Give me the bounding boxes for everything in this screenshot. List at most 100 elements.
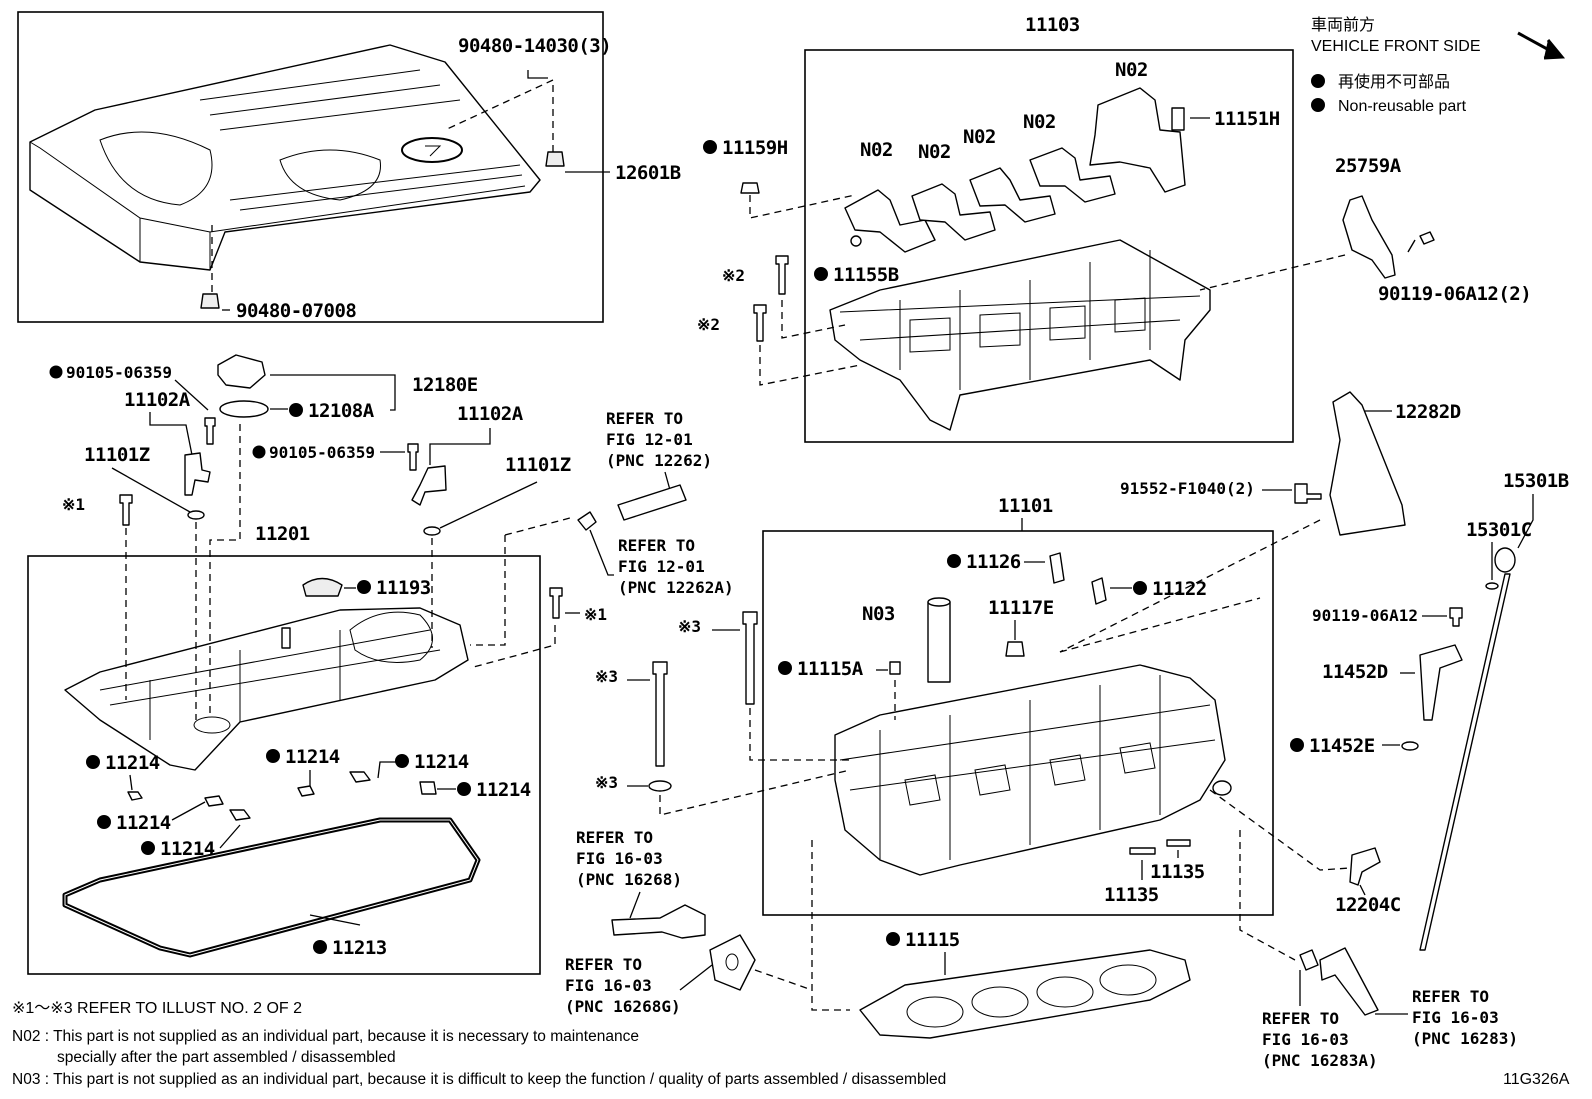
label-n02-b: N02 bbox=[918, 141, 951, 163]
label-11126: 11126 bbox=[966, 551, 1021, 573]
label-x1-a: ※1 bbox=[62, 495, 85, 514]
nonreusable-dot-icon bbox=[49, 365, 63, 379]
cylinder-head bbox=[834, 664, 1232, 876]
note-refer-illust: ※1～※3 REFER TO ILLUST NO. 2 OF 2 bbox=[12, 1000, 302, 1017]
label-n02-e: N02 bbox=[1115, 59, 1148, 81]
bolt-icon bbox=[549, 587, 563, 619]
clip-icon bbox=[577, 511, 597, 531]
note-n02-line1: N02 : This part is not supplied as an in… bbox=[12, 1028, 639, 1045]
oil-cap-icon bbox=[217, 354, 266, 389]
label-11101Z-b: 11101Z bbox=[505, 454, 571, 476]
nonreusable-dot-icon bbox=[395, 754, 409, 768]
nut-icon bbox=[740, 182, 760, 194]
nonreusable-dot-icon bbox=[86, 755, 100, 769]
nonreusable-dot-icon bbox=[1311, 98, 1325, 112]
bolt-icon bbox=[775, 255, 789, 295]
clip-icon bbox=[204, 795, 224, 807]
gasket-ring-icon bbox=[219, 400, 269, 418]
nonreusable-dot-icon bbox=[313, 940, 327, 954]
plug-icon bbox=[1166, 839, 1191, 847]
bolt-icon bbox=[119, 494, 133, 526]
engine-hanger-icon bbox=[1329, 391, 1406, 536]
bolt-icon bbox=[1171, 107, 1185, 131]
nonreusable-dot-icon bbox=[1290, 738, 1304, 752]
label-11155B: 11155B bbox=[833, 264, 899, 286]
label-11117E: 11117E bbox=[988, 597, 1054, 619]
clip-icon bbox=[419, 781, 437, 795]
nonreusable-dot-icon bbox=[289, 403, 303, 417]
refer-16268G-line1: REFER TO bbox=[565, 955, 642, 974]
refer-12262A-line2: FIG 12-01 bbox=[618, 557, 705, 576]
label-x2-b: ※2 bbox=[697, 315, 720, 334]
plug-icon bbox=[302, 577, 343, 597]
head-bolt-icon bbox=[742, 611, 758, 705]
label-11193: 11193 bbox=[376, 577, 431, 599]
refer-16283A-line3: (PNC 16283A) bbox=[1262, 1051, 1378, 1070]
camshaft-housing bbox=[829, 239, 1211, 431]
label-11115A: 11115A bbox=[797, 658, 864, 680]
label-11101Z-a: 11101Z bbox=[84, 444, 150, 466]
legend-nonreusable-jp: 再使用不可部品 bbox=[1338, 73, 1450, 91]
nonreusable-dot-icon bbox=[266, 749, 280, 763]
engine-cover bbox=[29, 44, 541, 271]
plug-icon bbox=[1129, 847, 1156, 855]
bolt-icon bbox=[1294, 483, 1322, 504]
refer-16283-line2: FIG 16-03 bbox=[1412, 1008, 1499, 1027]
diagram-code: 11G326A bbox=[1503, 1071, 1570, 1088]
label-11214-b: 11214 bbox=[285, 746, 340, 768]
refer-12262A-line1: REFER TO bbox=[618, 536, 695, 555]
label-90105-06359-a: 90105-06359 bbox=[66, 363, 172, 382]
nonreusable-dot-icon bbox=[1133, 581, 1147, 595]
bolt-icon bbox=[753, 304, 767, 342]
camshaft-housing-box bbox=[804, 49, 1294, 443]
engine-cover-box bbox=[17, 11, 604, 323]
refer-12262-line3: (PNC 12262) bbox=[606, 451, 712, 470]
nonreusable-dot-icon bbox=[357, 580, 371, 594]
legend-front-en: VEHICLE FRONT SIDE bbox=[1311, 38, 1481, 55]
refer-16283-line3: (PNC 16283) bbox=[1412, 1029, 1518, 1048]
label-11159H: 11159H bbox=[722, 137, 788, 159]
label-11214-c: 11214 bbox=[414, 751, 469, 773]
label-90119-06A12: 90119-06A12 bbox=[1312, 606, 1418, 625]
label-90119-06A12-2: 90119-06A12(2) bbox=[1378, 283, 1531, 305]
label-x1-b: ※1 bbox=[584, 605, 607, 624]
sensor-icon bbox=[411, 465, 447, 506]
nonreusable-dot-icon bbox=[457, 782, 471, 796]
seal-icon bbox=[1005, 641, 1025, 657]
legend-front-jp: 車両前方 bbox=[1311, 16, 1375, 34]
clip-icon bbox=[349, 771, 371, 783]
refer-16283A-line1: REFER TO bbox=[1262, 1009, 1339, 1028]
dipstick-handle-icon bbox=[1494, 547, 1516, 573]
label-12180E: 12180E bbox=[412, 374, 478, 396]
legend: 車両前方 VEHICLE FRONT SIDE 再使用不可部品 Non-reus… bbox=[1311, 16, 1566, 115]
legend-nonreusable-en: Non-reusable part bbox=[1338, 98, 1467, 115]
bolt-icon bbox=[407, 443, 419, 471]
label-11135-b: 11135 bbox=[1150, 861, 1205, 883]
dipstick-guide-icon bbox=[1419, 644, 1463, 721]
label-11102A-a: 11102A bbox=[124, 389, 191, 411]
label-12204C: 12204C bbox=[1335, 894, 1401, 916]
note-n02-line2: specially after the part assembled / dis… bbox=[57, 1049, 396, 1066]
nonreusable-dot-icon bbox=[778, 661, 792, 675]
label-n02-c: N02 bbox=[963, 126, 996, 148]
label-11122: 11122 bbox=[1152, 578, 1207, 600]
label-11102A-b: 11102A bbox=[457, 403, 524, 425]
label-11115: 11115 bbox=[905, 929, 960, 951]
label-11214-d: 11214 bbox=[476, 779, 531, 801]
label-11452D: 11452D bbox=[1322, 661, 1388, 683]
o-ring-icon bbox=[187, 510, 205, 520]
nonreusable-dot-icon bbox=[141, 841, 155, 855]
label-25759A: 25759A bbox=[1335, 155, 1402, 177]
label-11201: 11201 bbox=[255, 523, 310, 545]
label-11101: 11101 bbox=[998, 495, 1053, 517]
clip-icon bbox=[127, 791, 143, 801]
label-11213: 11213 bbox=[332, 937, 387, 959]
clip-icon bbox=[297, 785, 315, 797]
label-11214-f: 11214 bbox=[160, 838, 215, 860]
guide-icon bbox=[927, 601, 951, 683]
sensor-icon bbox=[184, 452, 211, 496]
hose-icon bbox=[617, 484, 687, 521]
head-bolt-icon bbox=[652, 661, 668, 767]
gasket-icon bbox=[709, 934, 756, 991]
refer-16268G-line2: FIG 16-03 bbox=[565, 976, 652, 995]
